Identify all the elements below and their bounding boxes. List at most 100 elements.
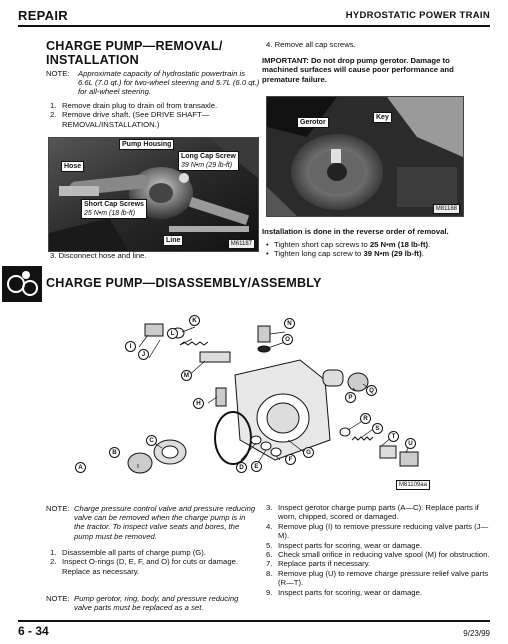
exploded-diagram: A B C D E F G H I J K L M N O P Q R S T … [75, 300, 440, 492]
hydraulic-icon [7, 271, 38, 296]
exploded-diagram-drawing [127, 323, 419, 474]
footer-rule [18, 620, 490, 622]
step-number: 4. [266, 40, 273, 49]
list-item: 1. Disassemble all parts of charge pump (… [50, 548, 260, 557]
step-number: 2. [50, 110, 57, 120]
section1-title-line2: INSTALLATION [46, 53, 139, 67]
part-label-i: I [125, 341, 136, 352]
photo-gerotor-image [267, 97, 463, 216]
step-text: Disconnect hose and line. [58, 251, 147, 260]
callout-short-cap-screws: Short Cap Screws 25 N•m (18 lb-ft) [81, 199, 147, 219]
bullet-torque: 25 N•m (18 lb-ft) [369, 240, 429, 249]
list-item: 6. Check small orifice in reducing valve … [266, 550, 490, 559]
part-label-g: G [303, 447, 314, 458]
step-text: Replace parts if necessary. [278, 559, 371, 569]
section-tab-marker [2, 266, 42, 302]
section2-title: CHARGE PUMP—DISASSEMBLY/ASSEMBLY [46, 276, 322, 290]
page-number: 6 - 34 [18, 624, 49, 638]
list-item: 2. Inspect O-rings (D, E, F, and O) for c… [50, 557, 260, 576]
bullet-text: Tighten long cap screw to [274, 249, 364, 259]
important-notice: IMPORTANT: Do not drop pump gerotor. Dam… [262, 56, 484, 84]
section1-title-line1: CHARGE PUMP—REMOVAL/ [46, 39, 223, 53]
bullet-torque: 39 N•m (29 lb-ft) [363, 249, 422, 259]
callout-long-cap-screw-label: Long Cap Screw [181, 153, 236, 160]
part-label-j: J [138, 349, 149, 360]
callout-gerotor: Gerotor [297, 117, 329, 128]
list-item: Tighten short cap screws to 25 N•m (18 l… [266, 240, 490, 250]
step-text: Remove drive shaft. (See DRIVE SHAFT—REM… [62, 110, 210, 129]
step-text: Remove all cap screws. [274, 40, 356, 49]
part-label-s: S [372, 423, 383, 434]
section1-title: CHARGE PUMP—REMOVAL/ INSTALLATION [46, 39, 261, 67]
note-label: NOTE: [46, 594, 70, 603]
part-label-o: O [282, 334, 293, 345]
step-number: 2. [50, 557, 57, 567]
step-text: Inspect parts for scoring, wear or damag… [278, 587, 422, 597]
step-number: 1. [50, 548, 57, 557]
part-label-n: N [284, 318, 295, 329]
header-chapter-title: HYDROSTATIC POWER TRAIN [345, 10, 490, 21]
section1-note: NOTE: Approximate capacity of hydrostati… [46, 69, 262, 97]
part-label-t: T [388, 431, 399, 442]
note-text: Approximate capacity of hydrostatic powe… [78, 69, 260, 97]
step-text: Inspect O-rings (D, E, F, and O) for cut… [62, 557, 239, 576]
list-item: 5. Inspect parts for scoring, wear or dam… [266, 541, 490, 550]
note-label: NOTE: [46, 69, 70, 78]
step-number: 3. [50, 251, 57, 260]
photo-gerotor: Gerotor Key M81188 [266, 96, 464, 217]
section2-note2: NOTE: Pump gerotor, ring, body, and pres… [46, 594, 258, 612]
install-heading: Installation is done in the reverse orde… [262, 227, 449, 236]
important-text: Do not drop pump gerotor. Damage to mach… [262, 56, 454, 84]
step-number: 5. [266, 540, 273, 550]
figure-tag: M81109aa [396, 480, 430, 490]
photo-pump-removal: Pump Housing Hose Long Cap Screw 39 N•m … [48, 137, 259, 252]
step-number: 9. [266, 587, 273, 597]
page-date: 9/23/99 [463, 629, 490, 638]
part-label-c: C [146, 435, 157, 446]
part-label-a: A [75, 462, 86, 473]
step-text: Check small orifice in reducing valve sp… [278, 550, 490, 560]
bullet-end: . [421, 249, 424, 259]
bullet-end: . [428, 240, 431, 249]
step-number: 3. [266, 503, 273, 512]
part-label-m: M [181, 370, 192, 381]
step-text: Remove plug (U) to remove charge pressur… [278, 568, 489, 588]
step-number: 7. [266, 559, 273, 569]
list-item: 7. Replace parts if necessary. [266, 559, 490, 568]
note-text: Charge pressure control valve and pressu… [74, 504, 256, 541]
figure-tag: M61187 [227, 239, 255, 249]
callout-hose: Hose [61, 161, 85, 172]
part-label-p: P [345, 392, 356, 403]
section2-right-steps: 3.Inspect gerotor charge pump parts (A—C… [266, 503, 490, 597]
part-label-f: F [285, 454, 296, 465]
list-item: 8.Remove plug (U) to remove charge press… [266, 569, 490, 588]
section1-step3: 3. Disconnect hose and line. [50, 251, 260, 260]
part-label-r: R [360, 413, 371, 424]
callout-short-cap-screws-torque: 25 N•m (18 lb-ft) [84, 210, 136, 217]
part-label-l: L [167, 328, 178, 339]
step-text: Inspect parts for scoring, wear or damag… [278, 540, 422, 550]
part-label-q: Q [366, 385, 377, 396]
step-number: 1. [50, 101, 57, 110]
callout-key: Key [373, 112, 392, 123]
callout-long-cap-screw-torque: 39 N•m (29 lb-ft) [181, 162, 233, 169]
header-rule [18, 25, 490, 27]
section1-step4: 4. Remove all cap screws. [266, 40, 490, 49]
header-section-title: REPAIR [18, 8, 68, 23]
part-label-d: D [236, 462, 247, 473]
step-text: Remove drain plug to drain oil from tran… [62, 101, 218, 110]
list-item: 4. Remove plug (I) to remove pressure red… [266, 522, 490, 541]
part-label-e: E [251, 461, 262, 472]
step-text: Disassemble all parts of charge pump (G)… [62, 548, 206, 557]
section1-steps: 1. Remove drain plug to drain oil from tr… [50, 101, 262, 129]
callout-long-cap-screw: Long Cap Screw 39 N•m (29 lb-ft) [178, 151, 239, 171]
step-number: 4. [266, 521, 273, 531]
step-number: 6. [266, 550, 273, 560]
note-text: Pump gerotor, ring, body, and pressure r… [74, 594, 239, 613]
part-label-k: K [189, 315, 200, 326]
important-label: IMPORTANT: [262, 56, 309, 65]
callout-short-cap-screws-label: Short Cap Screws [84, 201, 144, 208]
callout-pump-housing: Pump Housing [119, 139, 175, 150]
bullet-text: Tighten short cap screws to [274, 240, 370, 249]
step-text: Remove plug (I) to remove pressure reduc… [278, 521, 489, 541]
